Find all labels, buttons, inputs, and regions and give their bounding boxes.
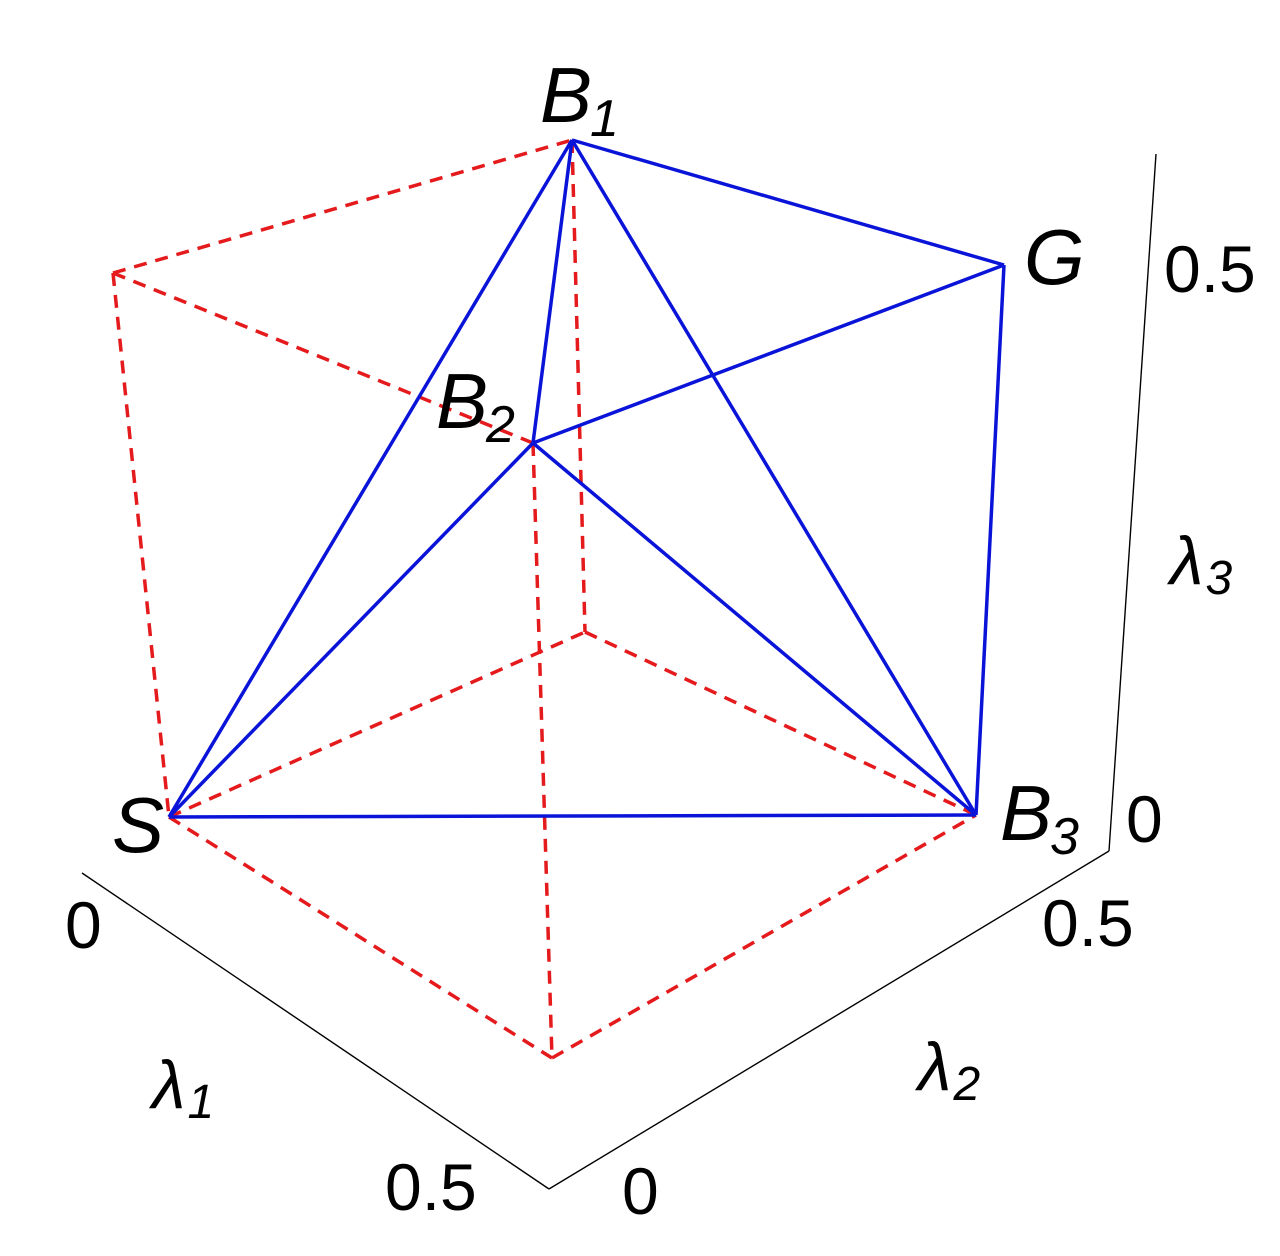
dashed-edge (584, 630, 977, 817)
vertex-label-s: S (112, 781, 164, 869)
vertex-label-g: G (1024, 213, 1085, 301)
lambda2-tick-0-5: 0.5 (1042, 886, 1134, 960)
dashed-edge (168, 815, 553, 1060)
reference-cube-dashed (111, 138, 977, 1060)
dashed-edge (551, 813, 977, 1060)
edge-b1-g (571, 138, 1005, 267)
lambda1-tick-0: 0 (65, 888, 102, 962)
lambda1-tick-0-5: 0.5 (385, 1150, 477, 1224)
edge-b1-b3 (570, 139, 978, 816)
axes-frame (81, 153, 1157, 1190)
edge-s-b1 (167, 139, 574, 818)
lambda1-axis-line (81, 872, 550, 1190)
edge-s-b2 (167, 441, 535, 819)
lambda2-tick-0: 0 (622, 1154, 659, 1228)
edge-b1-b2 (531, 139, 574, 444)
dashed-edge (570, 139, 587, 633)
lambda2-axis-label: λ2 (914, 1029, 980, 1111)
vertex-label-b3: B3 (1000, 769, 1079, 866)
dashed-edge (531, 442, 554, 1059)
lambda3-tick-0: 0 (1126, 782, 1163, 856)
edge-b2-b3 (531, 441, 978, 817)
lambda2-axis-line (548, 850, 1110, 1190)
lambda3-tick-0-5: 0.5 (1164, 232, 1256, 306)
edge-g-b3 (974, 264, 1006, 816)
vertex-label-b2: B2 (436, 357, 515, 454)
edge-s-b3 (168, 813, 977, 819)
vertex-label-b1: B1 (540, 51, 619, 148)
edge-b2-g (532, 263, 1005, 445)
dashed-edge (112, 138, 573, 275)
lambda3-axis-label: λ3 (1166, 523, 1232, 605)
polytope-solid (167, 138, 1006, 819)
lambda3-axis-line (1108, 153, 1157, 852)
dashed-edge (112, 271, 534, 445)
lambda1-axis-label: λ1 (148, 1047, 214, 1129)
dashed-edge (111, 272, 171, 818)
dashed-edge (168, 630, 586, 819)
